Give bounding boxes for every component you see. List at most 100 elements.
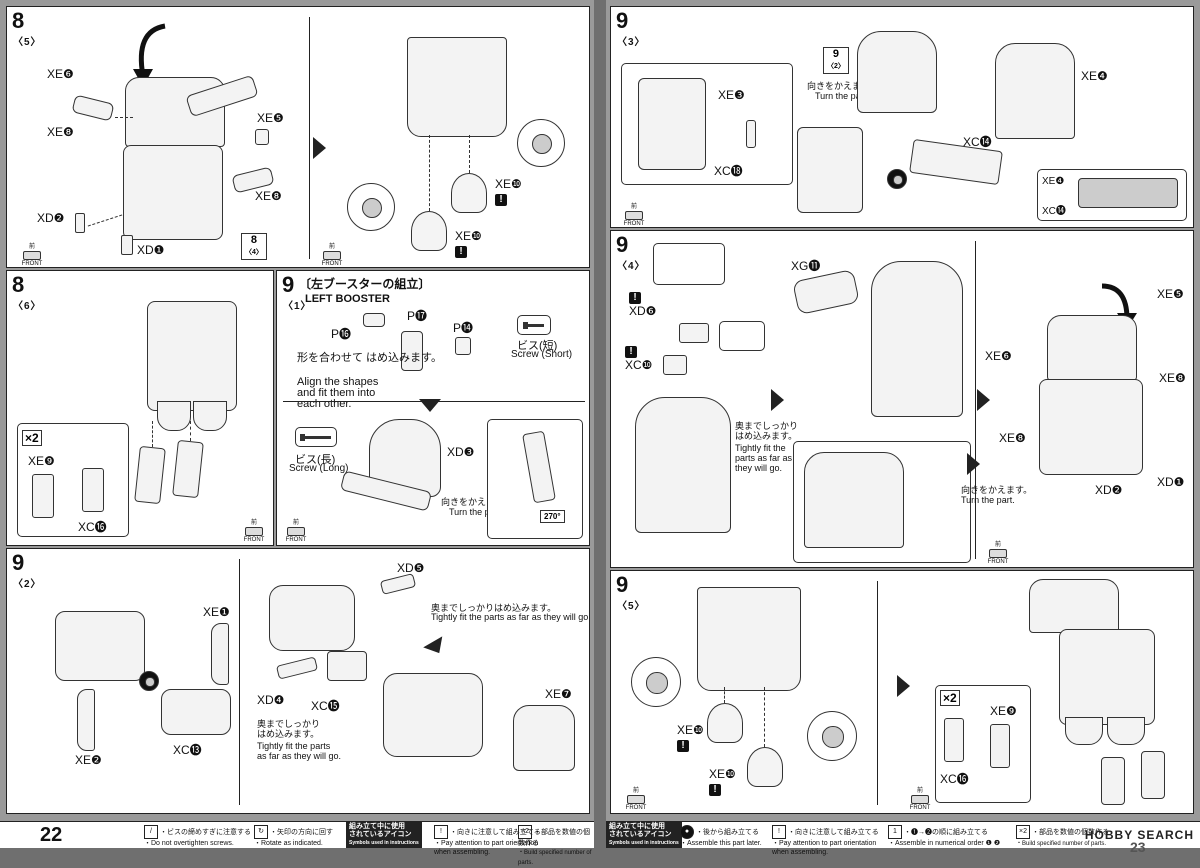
turn-jp: 向きをかえます。: [441, 497, 513, 507]
part-label: XG⓫: [791, 259, 821, 273]
part-label: XE❿!: [677, 723, 704, 752]
booster-arm-part: [522, 430, 556, 504]
multiply-icon: ×2: [518, 825, 532, 839]
detail-box: XE❹ XC⓮: [1037, 169, 1187, 221]
booster-frame-part: [55, 611, 145, 681]
thruster-cap-part: [707, 703, 743, 743]
footer-item: ●・後から組み立てる・Assemble this part later.: [680, 825, 762, 848]
part-label: XE❻: [985, 349, 1012, 363]
sub-step: 〈3〉: [617, 37, 646, 48]
turn-jp: 向きをかえます。: [807, 81, 879, 91]
part-label: XE❸: [718, 88, 745, 102]
torso-lower-part: [697, 587, 801, 691]
tight-note-jp: 奥までしっかり はめ込みます。: [257, 719, 321, 739]
turned-view-box: 270°: [487, 419, 583, 539]
screw-short-jp: ビス(短): [517, 340, 558, 352]
booster-part: [455, 337, 471, 355]
leg-part: [82, 468, 104, 512]
part-label: XC⓭: [173, 743, 202, 757]
next-arrow-icon: [771, 389, 784, 411]
torso-body-part: [1059, 629, 1155, 725]
tight-note-jp: 奥までしっかりはめ込みます。: [431, 603, 557, 613]
footer-item: 1・❶→❷の順に組み立てる・Assemble in numerical orde…: [888, 825, 1000, 848]
cover-part: [77, 689, 95, 751]
multiplier-badge: ×2: [22, 430, 42, 446]
screw-icon: /: [144, 825, 158, 839]
step-number: 9: [616, 572, 629, 597]
torso-lower-part: [407, 37, 507, 137]
part-label: XE❽: [999, 431, 1026, 445]
page-number: 22: [40, 824, 63, 846]
sub-step: 〈4〉: [617, 261, 646, 272]
step-number: 9: [616, 232, 629, 257]
part-label: XE❿!: [495, 177, 522, 206]
footer-item: ×2・部品を数値の個数作る・Build specified number of …: [518, 825, 594, 868]
multiply-icon: ×2: [1016, 825, 1030, 839]
part-label: XE❹: [1042, 176, 1065, 187]
part-label: XD❶: [137, 243, 165, 257]
left-footer: 22 /・ビスの締めすぎに注意する・Do not overtighten scr…: [0, 821, 594, 866]
booster-part: [363, 313, 385, 327]
thruster-cap-part: [451, 173, 487, 213]
step-9-1-panel: 9 〈1〉 〔左ブースターの組立〕 LEFT BOOSTER P⓰ P⓱ P⓮ …: [276, 270, 590, 546]
small-part-1: [71, 94, 115, 122]
tight-note-en: Tightly fit the parts as far as they wil…: [257, 741, 342, 761]
turn-jp: 向きをかえます。: [961, 485, 1033, 495]
screw-short-icon: [517, 315, 551, 335]
footer-item: /・ビスの締めすぎに注意する・Do not overtighten screws…: [144, 825, 251, 848]
part-label: !XD❻: [629, 292, 657, 318]
ref-sub: 〈4〉: [245, 249, 263, 256]
part-label: XE❹: [1081, 69, 1108, 83]
ref-step: 8: [250, 234, 258, 246]
leg-joint-part: [1107, 717, 1145, 745]
step-number: 9: [616, 8, 629, 33]
part-label: XE❿!: [709, 767, 736, 796]
down-arrow-icon: [423, 636, 449, 659]
order-icon: 1: [888, 825, 902, 839]
part-label: XE❽: [1159, 371, 1186, 385]
thruster-part: [134, 445, 166, 505]
page-number: 23: [1130, 839, 1146, 855]
part-label: !XC❿: [625, 346, 653, 372]
ref-step-badge: 8 〈4〉: [241, 233, 267, 260]
booster-assembly-part: [269, 585, 355, 651]
detail-part: [804, 452, 904, 548]
rotate-badge: 270°: [540, 510, 565, 523]
thruster-part: [1141, 751, 1165, 799]
small-part: [379, 573, 417, 595]
sub-step: 〈1〉: [283, 301, 312, 312]
thruster-cap-part: [747, 747, 783, 787]
thruster-part: [1101, 757, 1125, 805]
down-arrow-icon: [419, 399, 441, 412]
thruster-cap-part: [411, 211, 447, 251]
tight-note-en: Tightly fit the parts as far as they wil…: [431, 612, 590, 622]
sub-assembly-box: XE❸ XC⓲: [621, 63, 793, 185]
joint-detail-ring: [347, 183, 395, 231]
part-label: XC⓮: [963, 135, 992, 149]
part-label: P⓰: [331, 327, 352, 341]
part-label: XD❷: [37, 211, 65, 225]
thruster-part: [172, 439, 204, 499]
detail-part: [1078, 178, 1178, 208]
footer-item: ×2・部品を数値の個数作る・Build specified number of …: [1016, 825, 1109, 849]
cover-part: [211, 623, 229, 685]
step-9-2-panel: 9 〈2〉 XE❶ XE❷ XC⓭ XD❺ XD❹ XC⓯ 奥までしっかりはめ込…: [6, 548, 590, 814]
next-arrow-icon: [313, 137, 326, 159]
booster-body-part: [635, 397, 731, 533]
small-part-4: [75, 213, 85, 233]
warning-icon: !: [434, 825, 448, 839]
small-part-3: [255, 129, 269, 145]
torso-body-part: [147, 301, 237, 411]
part-label: XC⓰: [78, 520, 107, 534]
note-jp: 形を合わせて はめ込みます。: [297, 352, 442, 364]
sub-step: 〈2〉: [13, 579, 42, 590]
screw-long-jp: ビス(長): [295, 454, 336, 466]
ref-step-badge: 9〈2〉: [823, 47, 849, 74]
part-label: XE❷: [75, 753, 102, 767]
